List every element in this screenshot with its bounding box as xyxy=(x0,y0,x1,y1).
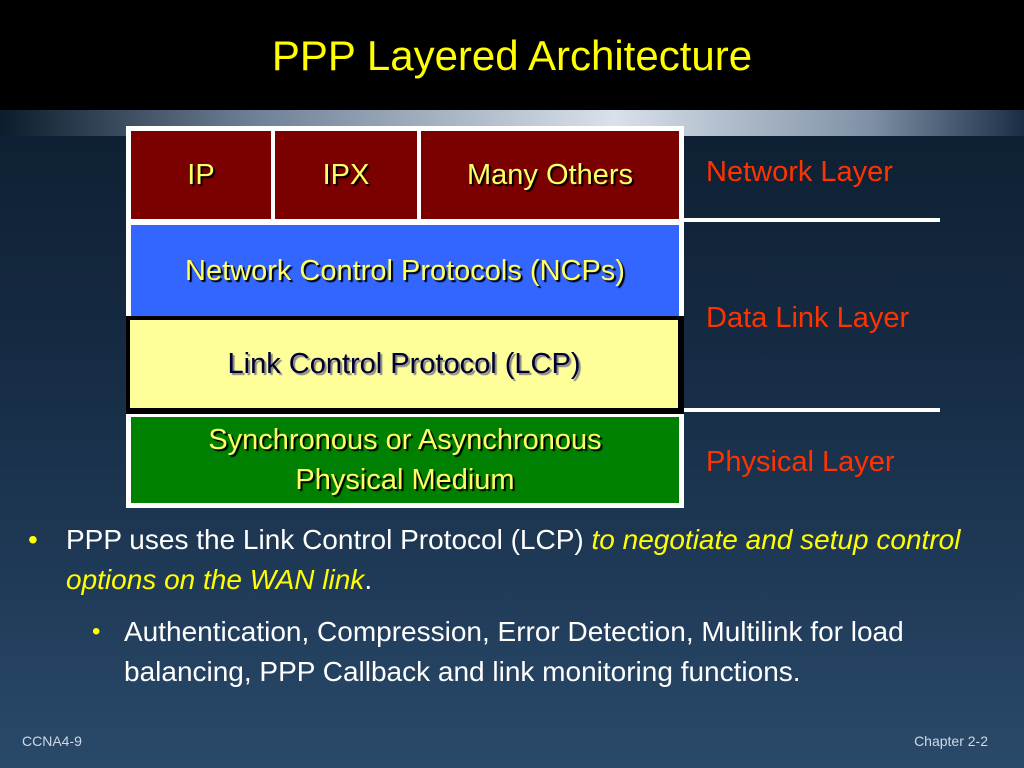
many-others-cell: Many Others xyxy=(421,131,679,219)
ncp-cell: Network Control Protocols (NCPs) xyxy=(131,225,679,317)
main-bullet-emphasis: to negotiate and setup control options o… xyxy=(66,524,961,595)
main-bullet-prefix: PPP uses the Link Control Protocol (LCP) xyxy=(66,524,592,555)
sub-bullet: Authentication, Compression, Error Detec… xyxy=(124,616,904,687)
slide-title: PPP Layered Architecture xyxy=(271,32,753,79)
physical-medium-line1: Synchronous or Asynchronous xyxy=(208,424,602,456)
ppp-layer-diagram: IP IPX Many Others Network Control Proto… xyxy=(126,126,684,508)
bullet-dot-icon: • xyxy=(28,524,38,555)
main-bullet: PPP uses the Link Control Protocol (LCP)… xyxy=(66,520,986,600)
physical-medium-cell: Synchronous or Asynchronous Physical Med… xyxy=(131,417,679,503)
footer-left: CCNA4-9 xyxy=(22,733,82,749)
bullet-dot-icon: • xyxy=(92,618,101,645)
datalink-layer-label: Data Link Layer xyxy=(706,302,910,334)
network-datalink-divider xyxy=(684,218,940,222)
lcp-cell-border: Link Control Protocol (LCP) xyxy=(126,316,684,414)
physical-medium-line2: Physical Medium xyxy=(295,464,515,496)
ip-cell: IP xyxy=(131,131,271,219)
datalink-physical-divider xyxy=(684,408,940,412)
ipx-cell: IPX xyxy=(275,131,417,219)
title-band xyxy=(0,0,1024,110)
network-layer-label: Network Layer xyxy=(706,156,893,188)
lcp-cell: Link Control Protocol (LCP) xyxy=(130,320,678,408)
physical-layer-label: Physical Layer xyxy=(706,446,895,478)
footer-right: Chapter 2-2 xyxy=(914,733,988,749)
main-bullet-suffix: . xyxy=(364,564,373,595)
